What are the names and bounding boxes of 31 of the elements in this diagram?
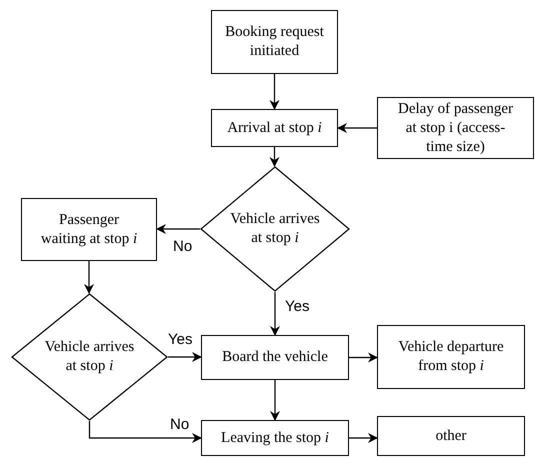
process-box	[201, 420, 349, 456]
arrow	[270, 74, 280, 110]
arrow	[349, 433, 378, 443]
node-text: Delay of passenger at stop i (access-time size)	[397, 100, 514, 156]
node-text: Vehicle arrives at stop i	[44, 338, 136, 376]
node-text: Arrival at stop i	[227, 118, 322, 138]
decision-diamond	[11, 293, 168, 421]
node-text: Booking request initiated	[224, 23, 325, 61]
process-box	[377, 97, 534, 159]
arrow	[270, 380, 280, 421]
node-text: Vehicle departure from stop i	[397, 338, 505, 376]
node-text: Passenger waiting at stop i	[40, 210, 138, 248]
process-box	[21, 198, 157, 261]
process-box	[211, 109, 338, 147]
node-text: Leaving the stop i	[221, 428, 329, 448]
node-text: Vehicle arrives at stop i	[229, 210, 321, 248]
arrow	[349, 352, 378, 362]
arrow	[337, 123, 377, 133]
arrow	[270, 292, 280, 336]
decision-diamond	[200, 166, 350, 292]
process-box	[201, 335, 349, 380]
process-box	[377, 416, 525, 456]
arrow	[88, 421, 202, 443]
node-text: Board the vehicle	[222, 348, 328, 367]
arrow	[270, 147, 280, 167]
arrow	[168, 352, 202, 362]
node-text: other	[436, 426, 466, 446]
process-box	[211, 10, 338, 74]
arrow	[84, 261, 94, 294]
arrow	[156, 224, 200, 234]
process-box	[377, 325, 525, 389]
